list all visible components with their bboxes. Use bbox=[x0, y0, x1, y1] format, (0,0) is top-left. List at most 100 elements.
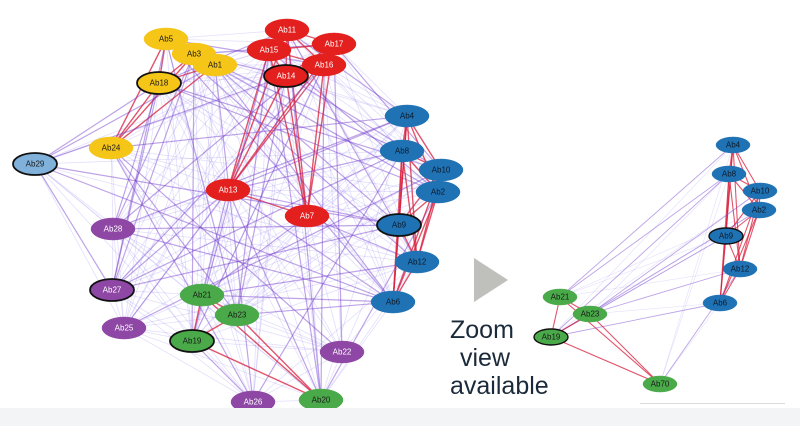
main-node-ab10: Ab10 bbox=[418, 158, 464, 182]
edge bbox=[158, 82, 418, 263]
edge bbox=[111, 64, 216, 291]
edge bbox=[214, 64, 254, 403]
main-node-ab18: Ab18 bbox=[136, 71, 182, 95]
edge bbox=[285, 75, 322, 401]
node-shape bbox=[742, 182, 778, 200]
edge bbox=[236, 64, 325, 316]
node-shape bbox=[205, 178, 251, 202]
node-label: Ab22 bbox=[333, 348, 352, 357]
zoom-caption: Zoom view available bbox=[448, 316, 558, 400]
edge bbox=[123, 261, 418, 329]
edge bbox=[191, 261, 418, 342]
node-shape bbox=[533, 328, 569, 346]
edge bbox=[34, 163, 254, 403]
edge bbox=[111, 224, 400, 291]
edge bbox=[110, 53, 195, 149]
node-shape bbox=[415, 180, 461, 204]
edge bbox=[333, 43, 408, 117]
zoom-node-ab2: Ab2 bbox=[741, 201, 777, 219]
zoom-node-ab12: Ab12 bbox=[722, 260, 758, 278]
node-label: Ab29 bbox=[26, 160, 45, 169]
main-node-ab23: Ab23 bbox=[214, 303, 260, 327]
edge bbox=[559, 144, 734, 298]
edge bbox=[214, 64, 403, 152]
edge bbox=[236, 49, 270, 316]
zoom-node-ab8: Ab8 bbox=[711, 165, 747, 183]
edge bbox=[165, 38, 394, 303]
edge bbox=[732, 144, 760, 211]
edge bbox=[111, 115, 408, 291]
main-node-ab21: Ab21 bbox=[179, 283, 225, 307]
node-shape bbox=[722, 260, 758, 278]
node-label: Ab10 bbox=[432, 166, 451, 175]
node-shape bbox=[708, 227, 744, 245]
edge bbox=[34, 64, 216, 165]
edge bbox=[201, 189, 229, 296]
edge bbox=[191, 340, 322, 401]
edge bbox=[123, 327, 254, 403]
node-shape bbox=[702, 294, 738, 312]
edge bbox=[306, 115, 408, 217]
edge bbox=[323, 64, 394, 303]
node-label: Ab16 bbox=[315, 61, 334, 70]
edge bbox=[110, 147, 439, 193]
edge bbox=[112, 82, 160, 230]
node-label: Ab9 bbox=[719, 232, 734, 241]
main-node-ab16: Ab16 bbox=[301, 53, 347, 77]
node-shape bbox=[192, 53, 238, 77]
edge bbox=[112, 228, 418, 263]
zoom-node-ab9: Ab9 bbox=[708, 227, 744, 245]
node-shape bbox=[642, 375, 678, 393]
edge bbox=[110, 43, 335, 149]
edge bbox=[111, 215, 308, 291]
node-shape bbox=[376, 213, 422, 237]
edge bbox=[306, 191, 439, 217]
edge bbox=[659, 144, 734, 385]
edge bbox=[589, 190, 761, 315]
edge bbox=[659, 268, 741, 385]
edge bbox=[34, 163, 114, 230]
edge bbox=[201, 294, 254, 403]
edge bbox=[252, 75, 287, 403]
edge bbox=[123, 327, 322, 401]
edge bbox=[201, 64, 216, 296]
node-shape bbox=[246, 38, 292, 62]
zoom-panel-baseline bbox=[640, 403, 785, 404]
edge bbox=[227, 75, 287, 191]
node-shape bbox=[284, 204, 330, 228]
edge bbox=[252, 49, 270, 403]
node-label: Ab3 bbox=[187, 50, 202, 59]
edge bbox=[110, 38, 167, 149]
edge bbox=[112, 49, 270, 230]
node-shape bbox=[89, 278, 135, 302]
edge bbox=[236, 191, 439, 316]
node-shape bbox=[384, 104, 430, 128]
zoom-node-ab4: Ab4 bbox=[715, 136, 751, 154]
edge bbox=[191, 215, 308, 342]
edge bbox=[333, 43, 343, 353]
edge bbox=[323, 64, 343, 353]
edge bbox=[285, 75, 403, 152]
edge bbox=[110, 49, 270, 149]
zoom-caption-line1: Zoom bbox=[450, 316, 514, 344]
node-label: Ab5 bbox=[159, 35, 174, 44]
node-label: Ab9 bbox=[392, 221, 407, 230]
main-node-ab29: Ab29 bbox=[12, 152, 58, 176]
edge bbox=[110, 64, 216, 149]
node-shape bbox=[143, 27, 189, 51]
node-shape bbox=[12, 152, 58, 176]
node-shape bbox=[88, 136, 134, 160]
edge bbox=[112, 224, 400, 230]
edge bbox=[306, 150, 403, 217]
edge bbox=[659, 302, 721, 385]
edge bbox=[191, 115, 408, 342]
node-label: Ab8 bbox=[395, 147, 410, 156]
node-shape bbox=[169, 329, 215, 353]
main-node-ab1: Ab1 bbox=[192, 53, 238, 77]
main-node-ab22: Ab22 bbox=[319, 340, 365, 364]
edge bbox=[236, 75, 287, 316]
node-shape bbox=[90, 217, 136, 241]
node-shape bbox=[179, 283, 225, 307]
edge bbox=[34, 163, 113, 291]
